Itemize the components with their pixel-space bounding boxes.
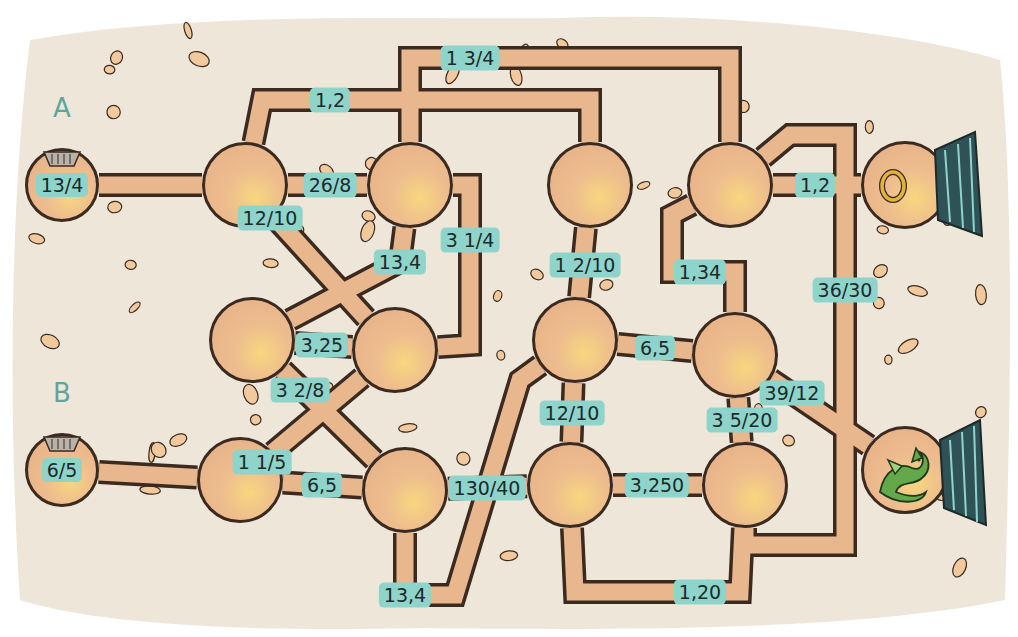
entrance-letter: B bbox=[53, 380, 71, 406]
corridor bbox=[410, 58, 730, 142]
corridor-number: 13,4 bbox=[374, 250, 426, 275]
pebble bbox=[876, 225, 889, 235]
pebble bbox=[104, 103, 123, 122]
pebble bbox=[896, 336, 920, 357]
pebbles bbox=[28, 22, 989, 598]
pebble bbox=[358, 219, 377, 244]
corridor-number: 130/40 bbox=[449, 476, 526, 501]
entrance-letter: A bbox=[53, 95, 71, 121]
pebble bbox=[104, 65, 115, 74]
corridor-wall bbox=[99, 472, 197, 478]
corridor-number: 1 3/4 bbox=[441, 46, 500, 71]
corridor-number: 6,5 bbox=[635, 336, 675, 361]
maze-room bbox=[861, 426, 949, 514]
pebble bbox=[885, 355, 893, 365]
maze-room bbox=[547, 142, 633, 228]
cave-floor bbox=[13, 17, 1010, 629]
maze-room bbox=[687, 142, 773, 228]
corridor bbox=[99, 472, 197, 478]
pebble bbox=[500, 550, 518, 561]
pebble bbox=[781, 433, 796, 448]
corridor-number: 12/10 bbox=[238, 206, 303, 231]
corridor-number: 1,2 bbox=[310, 88, 350, 113]
pebble bbox=[148, 439, 169, 460]
pebble bbox=[865, 121, 873, 134]
room-number: 6/5 bbox=[42, 458, 83, 483]
corridor-number: 1,2 bbox=[795, 173, 835, 198]
pebble bbox=[108, 49, 124, 66]
maze-room bbox=[702, 442, 788, 528]
corridor-number: 12/10 bbox=[540, 401, 605, 426]
pebble bbox=[107, 201, 122, 214]
pebble bbox=[950, 556, 969, 579]
corridor-number: 26/8 bbox=[304, 173, 357, 198]
pebble bbox=[187, 49, 212, 70]
corridor bbox=[253, 100, 590, 143]
corridor-number: 3 2/8 bbox=[271, 378, 330, 403]
corridor-wall bbox=[288, 173, 367, 197]
pebble bbox=[263, 258, 279, 268]
corridor-wall bbox=[613, 473, 702, 497]
corridor-number: 1,20 bbox=[674, 580, 726, 605]
pebble bbox=[492, 289, 503, 302]
maze-room: 6/5 bbox=[25, 433, 99, 507]
corridor-number: 39/12 bbox=[760, 381, 825, 406]
maze-room: 13/4 bbox=[25, 148, 99, 222]
pebble bbox=[39, 331, 62, 351]
pebble bbox=[398, 423, 417, 434]
pebble bbox=[974, 405, 989, 420]
pebble bbox=[941, 211, 953, 227]
maze-room bbox=[367, 142, 453, 228]
corridor-number: 1,34 bbox=[674, 260, 726, 285]
pebble bbox=[454, 449, 472, 467]
pebble bbox=[496, 350, 506, 361]
corridor-wall bbox=[99, 173, 202, 197]
corridor-number: 3,25 bbox=[296, 333, 348, 358]
maze-room bbox=[861, 141, 949, 229]
maze-room bbox=[527, 442, 613, 528]
maze-room bbox=[362, 447, 448, 533]
maze-room bbox=[352, 307, 438, 393]
pebble bbox=[168, 431, 189, 448]
corridor-number: 13,4 bbox=[379, 583, 431, 608]
corridor-number: 3 5/20 bbox=[707, 408, 778, 433]
corridor-number: 1 1/5 bbox=[233, 450, 292, 475]
pebble bbox=[128, 300, 142, 314]
corridor-number: 3 1/4 bbox=[441, 228, 500, 253]
room-number: 13/4 bbox=[36, 173, 89, 198]
corridor bbox=[99, 177, 202, 194]
pebble bbox=[241, 382, 261, 406]
pebble bbox=[125, 260, 137, 270]
pebble bbox=[599, 278, 615, 292]
pebble bbox=[529, 267, 545, 282]
corridor-number: 6,5 bbox=[302, 473, 342, 498]
pebble bbox=[907, 284, 929, 299]
corridor-number: 36/30 bbox=[813, 278, 878, 303]
maze-room bbox=[532, 297, 618, 383]
pebble bbox=[975, 284, 988, 305]
pebble bbox=[28, 232, 46, 246]
corridor-number: 1 2/10 bbox=[550, 253, 621, 278]
pebble bbox=[182, 22, 193, 40]
corridor-number: 3,250 bbox=[625, 473, 689, 498]
pebble bbox=[250, 414, 261, 425]
pebble bbox=[636, 180, 651, 191]
maze-room bbox=[209, 297, 295, 383]
